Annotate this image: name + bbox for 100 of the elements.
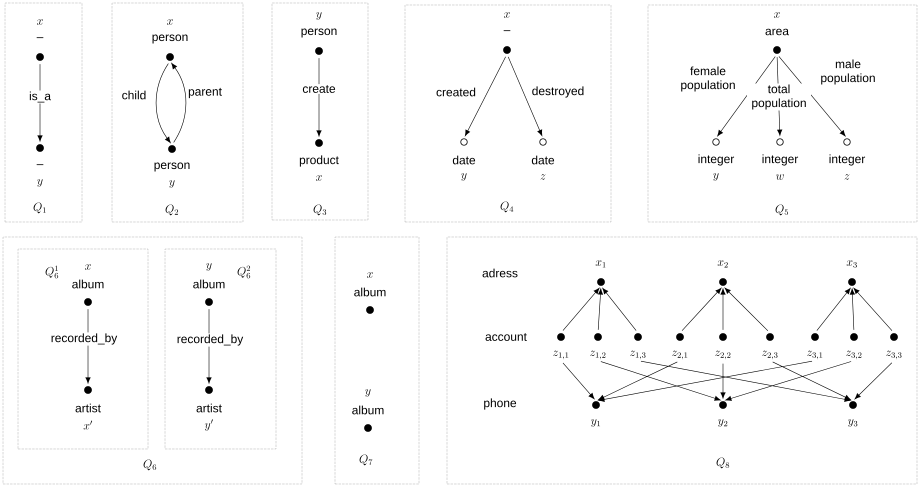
type-label: person — [154, 162, 190, 172]
arrow — [850, 288, 855, 330]
type-label: area — [766, 28, 789, 36]
type-label: artist — [76, 404, 101, 412]
type-label: person — [152, 34, 188, 44]
type-label: album — [193, 280, 224, 288]
variable-label: $x$ — [774, 12, 780, 18]
variable-label: $y$ — [713, 173, 719, 181]
edge-label: create — [301, 84, 337, 94]
variable-label: $y'$ — [204, 419, 213, 431]
edge-label: recorded_by — [50, 332, 118, 346]
variable-label: $x'$ — [84, 420, 92, 430]
variable-label: $z_{3,1}$ — [807, 350, 822, 360]
variable-label: $y$ — [365, 389, 371, 397]
variable-label: $y_2$ — [718, 419, 728, 427]
query-label: $Q_1$ — [34, 202, 46, 214]
arrow — [598, 288, 603, 330]
variable-label: $z_{2,2}$ — [715, 350, 730, 360]
row-label: account — [486, 333, 527, 341]
variable-label: $x$ — [37, 19, 43, 25]
arrow — [598, 360, 812, 402]
type-label: product — [300, 155, 339, 167]
variable-label: $y_3$ — [848, 419, 858, 427]
variable-label: $x_2$ — [718, 260, 728, 268]
edge-label: destroyed — [530, 85, 586, 99]
variable-label: $z_{1,2}$ — [590, 350, 606, 360]
variable-label: $x$ — [367, 272, 373, 278]
variable-label: $x$ — [167, 19, 173, 25]
arrow — [562, 288, 600, 331]
arrow — [171, 62, 186, 143]
arrow — [772, 362, 851, 400]
edge-label: is_a — [28, 90, 52, 104]
edge-label: parent — [187, 86, 223, 100]
arrow — [156, 63, 171, 144]
edge-label: created — [435, 86, 477, 98]
type-label: album — [352, 406, 384, 414]
arrow — [720, 363, 726, 398]
type-label: integer — [762, 154, 798, 166]
type-label: – — [36, 37, 44, 38]
type-label: date — [452, 156, 476, 164]
arrow — [725, 361, 852, 401]
type-label: person — [302, 28, 336, 38]
arrow — [562, 362, 595, 400]
variable-label: $w$ — [776, 174, 784, 180]
arrow — [640, 360, 851, 402]
variable-label: $z_{2,1}$ — [672, 350, 688, 360]
type-label: artist — [196, 404, 222, 412]
arrow — [600, 361, 721, 401]
variable-label: $x$ — [504, 12, 510, 18]
query-label: $Q_6^1$ — [46, 266, 58, 278]
variable-label: $z_{3,3}$ — [886, 350, 902, 360]
edge-label: total population — [747, 83, 811, 111]
variable-label: $y$ — [461, 173, 467, 181]
variable-label: $y$ — [37, 179, 43, 187]
edge-label: male population — [816, 58, 880, 86]
row-label: adress — [482, 268, 518, 278]
type-label: album — [72, 280, 104, 288]
arrow — [602, 288, 636, 331]
arrow — [464, 56, 506, 136]
type-label: integer — [830, 154, 866, 166]
type-label: album — [354, 288, 386, 296]
query-label: $Q_8$ — [716, 458, 730, 468]
variable-label: $z_{1,3}$ — [630, 350, 646, 360]
variable-label: $y$ — [169, 180, 175, 188]
variable-label: $y$ — [316, 12, 322, 20]
variable-label: $x$ — [316, 175, 322, 181]
variable-label: $y_1$ — [591, 419, 600, 427]
variable-label: $x$ — [85, 264, 91, 270]
query-label: $Q_2$ — [166, 204, 178, 216]
variable-label: $z_{2,3}$ — [762, 350, 778, 360]
row-label: phone — [484, 398, 516, 410]
variable-label: $z$ — [540, 174, 546, 180]
edge-label: recorded_by — [176, 333, 244, 347]
arrow — [38, 64, 43, 142]
variable-label: $z_{3,2}$ — [846, 350, 862, 360]
type-label: integer — [698, 154, 734, 166]
query-label: $Q_6$ — [144, 460, 156, 470]
query-label: $Q_6^2$ — [238, 266, 250, 278]
arrow — [598, 362, 678, 400]
arrow — [854, 288, 892, 331]
variable-label: $z$ — [844, 174, 850, 180]
arrow — [816, 288, 851, 331]
type-label: date — [532, 156, 554, 164]
query-label: $Q_5$ — [776, 204, 788, 216]
arrow — [854, 362, 892, 400]
arrow — [720, 288, 726, 330]
type-label: – — [36, 164, 44, 166]
query-label: $Q_7$ — [360, 454, 372, 466]
edge-label: child — [120, 90, 148, 100]
edge-label: female population — [676, 65, 740, 93]
variable-label: $y$ — [206, 263, 212, 271]
arrow — [724, 288, 768, 332]
arrow — [682, 288, 722, 331]
variable-label: $z_{1,1}$ — [553, 350, 568, 360]
arrow — [316, 58, 322, 137]
variable-label: $x_3$ — [846, 260, 857, 268]
query-label: $Q_3$ — [314, 204, 326, 216]
query-label: $Q_4$ — [500, 202, 514, 212]
type-label: – — [504, 30, 510, 32]
arrow — [508, 56, 542, 136]
